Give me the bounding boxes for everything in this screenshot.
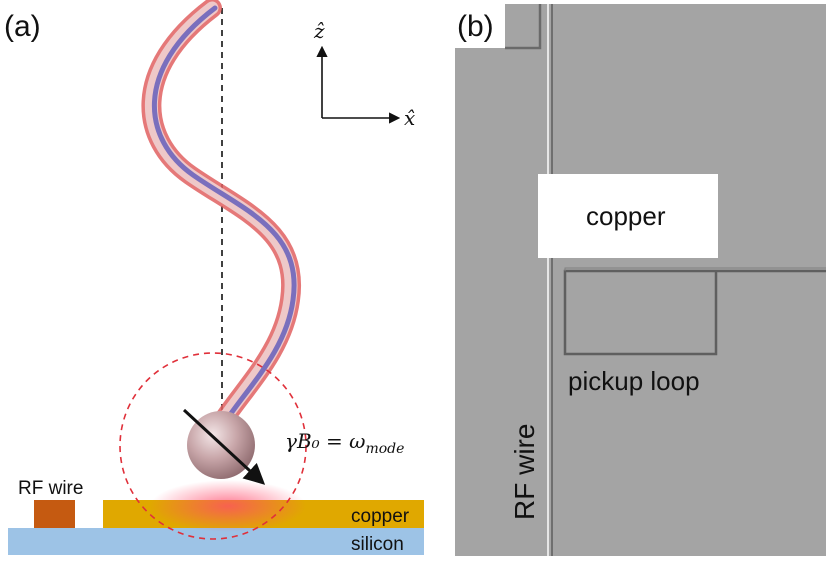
panel-a-label: (a): [4, 10, 41, 43]
rf-wire-label-a: RF wire: [18, 478, 83, 499]
helix-wire: [141, 0, 302, 450]
equation-subscript: mode: [365, 441, 404, 457]
copper-label-b: copper: [586, 201, 666, 231]
silicon-layer: [8, 528, 424, 555]
panel-b: (b) copper pickup loop RF wire: [455, 4, 826, 556]
copper-label-a: copper: [351, 506, 410, 527]
panel-b-label-box: [455, 4, 505, 48]
copper-pad: [538, 174, 718, 258]
top-trace: [505, 4, 542, 50]
resonance-circle: [119, 352, 307, 540]
silicon-label-a: silicon: [351, 534, 404, 555]
equation-main: γB₀ = ω: [285, 429, 365, 453]
micrograph-background: [455, 4, 826, 556]
axes-indicator: ẑ x̂: [313, 19, 415, 130]
copper-heat-glow: [150, 480, 306, 532]
z-axis-label: ẑ: [313, 19, 325, 43]
pickup-loop-label: pickup loop: [568, 366, 700, 396]
resonance-equation: γB₀ = ωmode: [285, 429, 404, 457]
panel-b-label: (b): [457, 10, 494, 43]
magnetization-arrow: [182, 408, 266, 485]
pickup-loop-shadow: [564, 267, 826, 271]
pickup-loop-trace: [563, 269, 826, 356]
panel-a: (a) ẑ x̂ RF wire copper silicon: [4, 0, 424, 555]
rf-wire-label-b: RF wire: [509, 424, 540, 520]
x-axis-label: x̂: [404, 106, 415, 130]
rf-wire-block: [34, 500, 75, 528]
